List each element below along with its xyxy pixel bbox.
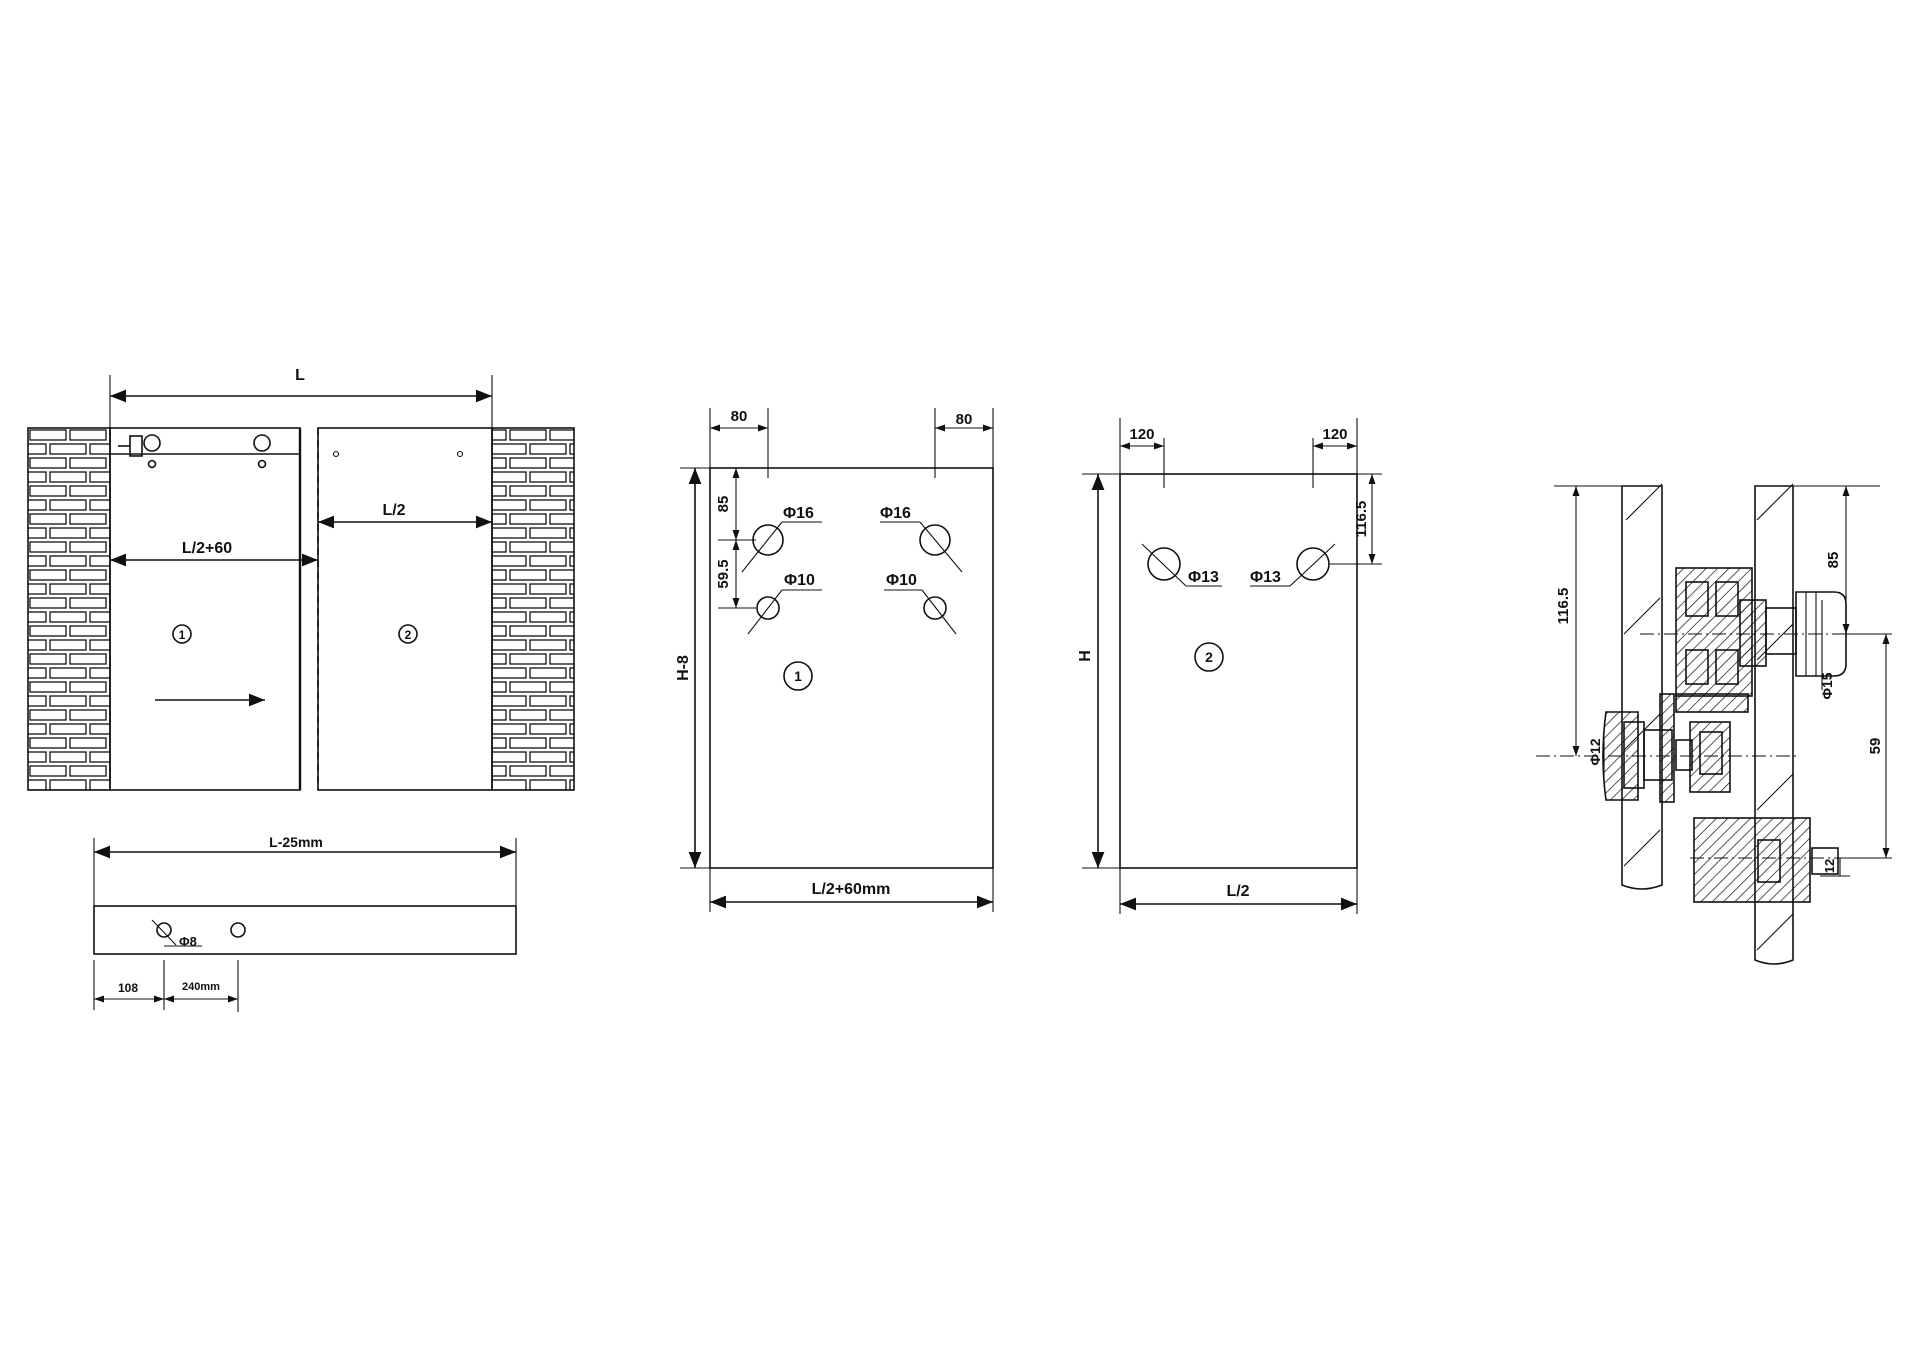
- hole-phi10-right: [923, 596, 947, 620]
- panel-2-label: 2: [1205, 649, 1213, 665]
- label-80-right: 80: [956, 411, 973, 428]
- door-elevation-view: L L/2 L/2+60 1 2 L-25mm Φ8 108 240mm: [27, 367, 575, 1012]
- panel-2-number: 2: [405, 628, 412, 642]
- label-h-8: H-8: [675, 655, 692, 681]
- label-section-12: 12: [1822, 859, 1837, 873]
- label-section-59: 59: [1867, 738, 1884, 755]
- hole-phi10-left: [756, 596, 780, 620]
- label-width-2: L/2: [1226, 883, 1249, 900]
- panel-1-number: 1: [179, 628, 186, 642]
- panel-1-outline: [709, 467, 994, 869]
- label-85: 85: [715, 496, 732, 513]
- roller-1: [143, 434, 161, 452]
- label-phi10-left: Φ10: [784, 572, 815, 589]
- panel-1-detail-view: 80 80 Φ16 Φ16 Φ10 Φ10 85 59.5 H-8: [675, 408, 994, 912]
- label-120-left: 120: [1129, 426, 1154, 443]
- label-rail-length: L-25mm: [269, 834, 323, 850]
- label-80-left: 80: [731, 408, 748, 425]
- door-panel-2: [317, 427, 493, 791]
- right-brick-wall: [491, 427, 575, 791]
- label-phi16-right: Φ16: [880, 505, 911, 522]
- label-section-85: 85: [1825, 552, 1842, 569]
- label-section-phi12: Φ12: [1587, 738, 1603, 765]
- label-59-5: 59.5: [715, 559, 732, 588]
- panel-2-detail-view: 120 120 Φ13 Φ13 116.5 H L/2 2: [1077, 418, 1382, 914]
- rail-hole-2: [230, 922, 246, 938]
- label-phi10-right: Φ10: [886, 572, 917, 589]
- label-h: H: [1077, 650, 1094, 662]
- label-phi13-left: Φ13: [1188, 569, 1219, 586]
- label-phi16-left: Φ16: [783, 505, 814, 522]
- label-L: L: [295, 367, 305, 384]
- lower-bracket: [1659, 693, 1675, 803]
- panel-2-outline: [1119, 473, 1358, 869]
- label-width-1: L/2+60mm: [812, 881, 891, 898]
- hole-phi13-left: [1147, 547, 1181, 581]
- label-hole-phi8: Φ8: [179, 934, 197, 949]
- rail-hole-1: [156, 922, 172, 938]
- label-half: L/2: [382, 502, 405, 519]
- door-panel-1: [109, 427, 301, 791]
- hole-phi16-right: [919, 524, 951, 556]
- hole-phi13-right: [1296, 547, 1330, 581]
- left-brick-wall: [27, 427, 111, 791]
- label-phi13-right: Φ13: [1250, 569, 1281, 586]
- guide-block: [1693, 817, 1811, 903]
- label-half60: L/2+60: [182, 540, 232, 557]
- label-116-5: 116.5: [1353, 501, 1370, 538]
- label-240mm: 240mm: [182, 981, 220, 993]
- roller-section-view: 116.5 Φ12 85 Φ15 59 12: [1536, 483, 1892, 965]
- label-section-116-5: 116.5: [1555, 588, 1572, 625]
- roller-2: [253, 434, 271, 452]
- section-door-right: [1754, 485, 1794, 965]
- panel-1-label: 1: [794, 668, 802, 684]
- section-door-left: [1621, 485, 1663, 890]
- label-120-right: 120: [1322, 426, 1347, 443]
- label-108: 108: [118, 981, 138, 995]
- guide-rail-strip: [93, 905, 517, 955]
- label-section-phi15: Φ15: [1819, 672, 1835, 699]
- roller-cap-right: [1795, 591, 1847, 677]
